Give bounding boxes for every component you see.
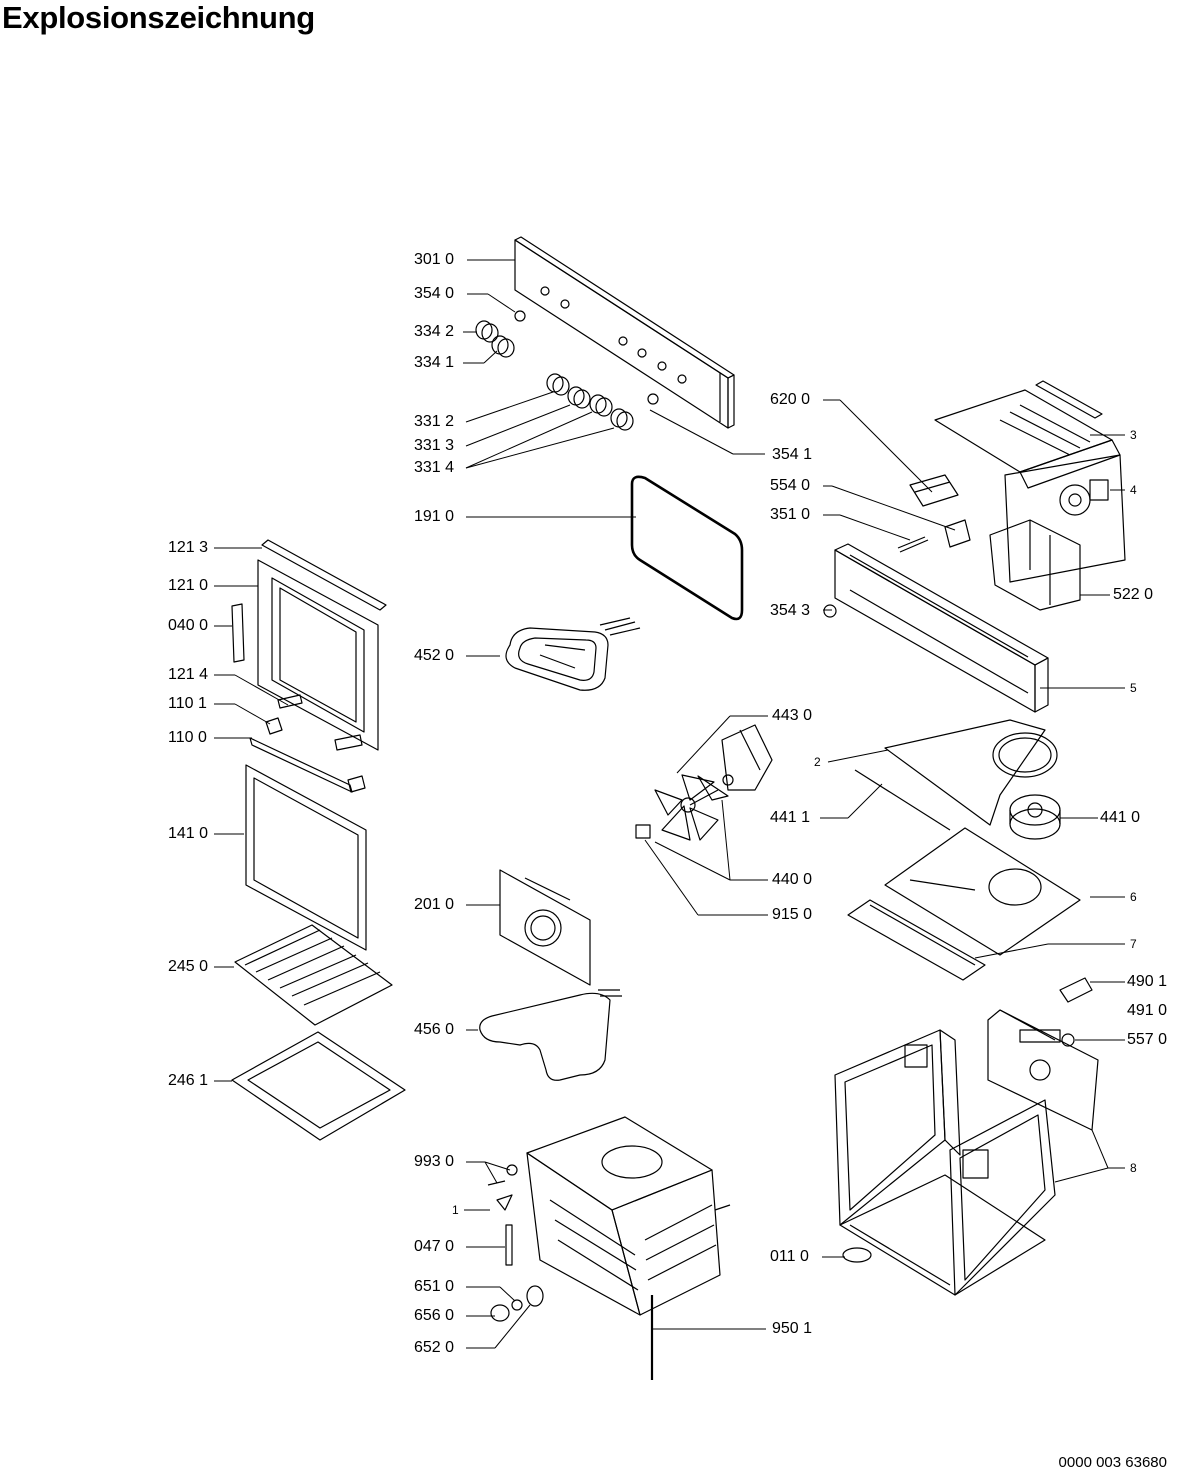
label-522-0: 522 0 bbox=[1113, 586, 1154, 603]
label-456-0: 456 0 bbox=[414, 1021, 455, 1038]
oven-housing bbox=[835, 1030, 1055, 1295]
bottom-shield bbox=[848, 828, 1080, 980]
document-number: 0000 003 63680 bbox=[1058, 1454, 1167, 1471]
door-frame bbox=[232, 540, 386, 792]
control-panel bbox=[515, 237, 734, 428]
grill-heater bbox=[506, 618, 640, 690]
label-656-0: 656 0 bbox=[414, 1307, 455, 1324]
label-6: 6 bbox=[1130, 890, 1137, 904]
label-246-1: 246 1 bbox=[168, 1072, 209, 1089]
label-5: 5 bbox=[1130, 681, 1137, 695]
label-201-0: 201 0 bbox=[414, 896, 455, 913]
label-443-0: 443 0 bbox=[772, 707, 813, 724]
label-452-0: 452 0 bbox=[414, 647, 455, 664]
wire-rack bbox=[235, 925, 392, 1025]
label-441-0: 441 0 bbox=[1100, 809, 1141, 826]
label-440-0: 440 0 bbox=[772, 871, 813, 888]
label-121-0: 121 0 bbox=[168, 577, 209, 594]
label-354-3: 354 3 bbox=[770, 602, 811, 619]
label-1: 1 bbox=[452, 1203, 459, 1217]
label-331-4: 331 4 bbox=[414, 459, 455, 476]
door-seal bbox=[632, 477, 742, 619]
oven-cavity bbox=[527, 1117, 730, 1315]
label-110-0: 110 0 bbox=[168, 729, 207, 746]
leader-lines bbox=[214, 260, 1125, 1348]
label-191-0: 191 0 bbox=[414, 508, 455, 525]
label-4: 4 bbox=[1130, 483, 1137, 497]
label-490-1: 490 1 bbox=[1127, 973, 1168, 990]
front-frame bbox=[824, 544, 1048, 712]
label-011-0: 011 0 bbox=[770, 1248, 809, 1265]
label-354-0: 354 0 bbox=[414, 285, 455, 302]
label-331-2: 331 2 bbox=[414, 413, 455, 430]
rear-cover bbox=[500, 870, 590, 985]
small-parts bbox=[488, 1165, 652, 1380]
door-glass bbox=[246, 765, 366, 950]
label-652-0: 652 0 bbox=[414, 1339, 455, 1356]
label-7: 7 bbox=[1130, 937, 1137, 951]
label-950-1: 950 1 bbox=[772, 1320, 813, 1337]
terminal-parts bbox=[988, 978, 1098, 1130]
label-351-0: 351 0 bbox=[770, 506, 811, 523]
label-040-0: 040 0 bbox=[168, 617, 209, 634]
label-915-0: 915 0 bbox=[772, 906, 813, 923]
label-3: 3 bbox=[1130, 428, 1137, 442]
top-panel bbox=[855, 720, 1060, 839]
label-334-2: 334 2 bbox=[414, 323, 455, 340]
baking-tray bbox=[232, 1032, 405, 1140]
label-141-0: 141 0 bbox=[168, 825, 209, 842]
label-620-0: 620 0 bbox=[770, 391, 811, 408]
label-441-1: 441 1 bbox=[770, 809, 811, 826]
top-module bbox=[898, 381, 1125, 610]
label-2: 2 bbox=[814, 755, 821, 769]
label-557-0: 557 0 bbox=[1127, 1031, 1168, 1048]
label-331-3: 331 3 bbox=[414, 437, 455, 454]
label-245-0: 245 0 bbox=[168, 958, 209, 975]
knobs bbox=[476, 321, 633, 430]
label-301-0: 301 0 bbox=[414, 251, 455, 268]
page-title: Explosionszeichnung bbox=[2, 0, 315, 35]
label-121-4: 121 4 bbox=[168, 666, 209, 683]
label-334-1: 334 1 bbox=[414, 354, 455, 371]
label-110-1: 110 1 bbox=[168, 695, 207, 712]
label-554-0: 554 0 bbox=[770, 477, 811, 494]
label-047-0: 047 0 bbox=[414, 1238, 455, 1255]
label-354-1: 354 1 bbox=[772, 446, 813, 463]
label-121-3: 121 3 bbox=[168, 539, 209, 556]
label-8: 8 bbox=[1130, 1161, 1137, 1175]
label-491-0: 491 0 bbox=[1127, 1002, 1168, 1019]
label-651-0: 651 0 bbox=[414, 1278, 455, 1295]
fan-assembly bbox=[636, 725, 772, 840]
label-993-0: 993 0 bbox=[414, 1153, 455, 1170]
lower-heater bbox=[480, 990, 622, 1080]
